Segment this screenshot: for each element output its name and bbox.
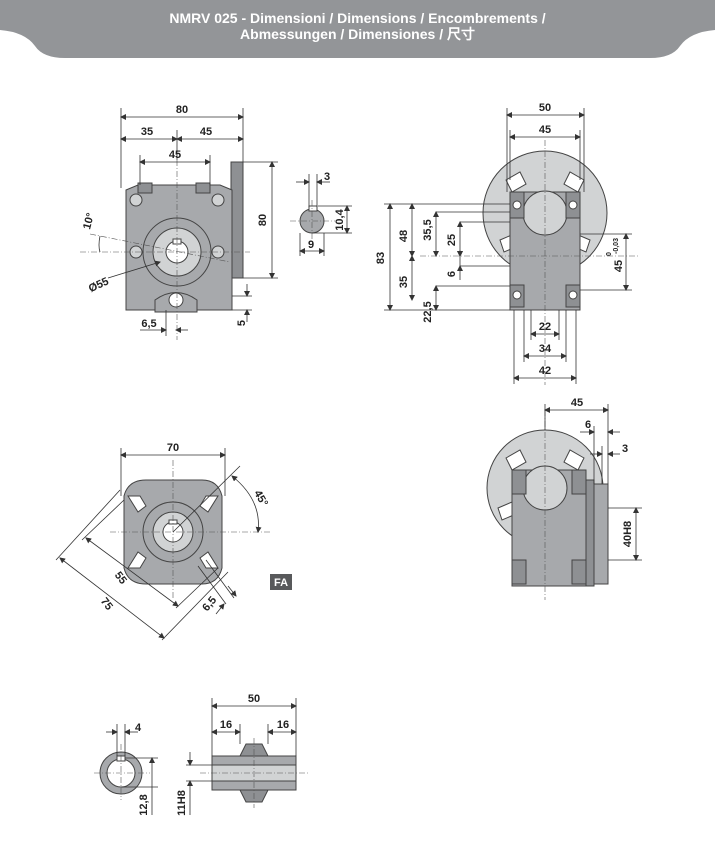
dim-front-6-5: 6,5 (141, 318, 156, 330)
dim-side-tol-upper: 0 (606, 252, 613, 256)
dim-flange-75: 75 (98, 596, 115, 613)
dim-front-dia55: Ø55 (87, 275, 111, 295)
hollow-shaft: 50 16 16 11H8 (176, 693, 310, 816)
dim-front-45-inner: 45 (169, 149, 181, 161)
dim-side-35-5: 35,5 (422, 219, 434, 240)
dim-front-10deg: 10° (81, 212, 97, 231)
dim-side-83: 83 (375, 252, 387, 264)
key-detail: 3 10,4 9 (290, 171, 352, 256)
dim-flange-45deg: 45° (251, 488, 270, 508)
dim-side-25: 25 (446, 234, 458, 246)
header-banner: NMRV 025 - Dimensioni / Dimensions / Enc… (0, 0, 715, 62)
page-title: NMRV 025 - Dimensioni / Dimensions / Enc… (0, 10, 715, 42)
title-line-1: NMRV 025 - Dimensioni / Dimensions / Enc… (169, 10, 546, 26)
front-view: 80 35 45 45 80 10° Ø55 6,5 5 (80, 104, 278, 340)
dim-fa-3: 3 (622, 443, 628, 455)
fa-badge-label: FA (274, 577, 288, 589)
dim-side-42: 42 (539, 365, 551, 377)
side-view-fa: 45 6 3 40H8 (486, 397, 642, 600)
dim-hollow-16-left: 16 (220, 719, 232, 731)
dim-key-3: 3 (324, 171, 330, 183)
dim-hollow-50: 50 (248, 693, 260, 705)
dim-side-35: 35 (398, 276, 410, 288)
dim-side-22: 22 (539, 321, 551, 333)
dim-front-80-right: 80 (257, 214, 269, 226)
dim-side-48: 48 (398, 230, 410, 242)
header-shape (0, 0, 715, 58)
flange-view: 70 45° 55 75 6,5 (55, 442, 270, 641)
dim-hollow-11h8: 11H8 (176, 790, 188, 816)
dim-fa-40h8: 40H8 (622, 521, 634, 547)
dim-fa-45: 45 (571, 397, 583, 409)
dim-key-9: 9 (308, 239, 314, 251)
dim-front-80-top: 80 (176, 104, 188, 116)
dim-side-6: 6 (446, 271, 458, 277)
dim-side-tol-lower: -0,03 (613, 238, 620, 254)
dim-front-5: 5 (236, 320, 248, 326)
shaft-section: 4 12,8 (94, 722, 158, 816)
dim-side-45-tol: 45 (613, 260, 625, 272)
dim-shaft-4: 4 (135, 722, 142, 734)
dim-front-35: 35 (141, 126, 153, 138)
dim-side-34: 34 (539, 343, 552, 355)
title-line-2: Abmessungen / Dimensiones / 尺寸 (240, 26, 475, 42)
dim-front-45-right: 45 (200, 126, 212, 138)
fa-badge: FA (270, 574, 292, 590)
dim-side-50: 50 (539, 102, 551, 114)
dim-key-10-4: 10,4 (334, 208, 346, 230)
dim-hollow-16-right: 16 (277, 719, 289, 731)
dim-shaft-12-8: 12,8 (138, 794, 150, 815)
dim-flange-70: 70 (167, 442, 179, 454)
side-view: 50 45 83 48 35 35,5 22,5 25 6 45 0 - (375, 102, 640, 385)
dim-side-22-5: 22,5 (422, 301, 434, 322)
dim-fa-6: 6 (585, 419, 591, 431)
dim-side-45: 45 (539, 124, 551, 136)
